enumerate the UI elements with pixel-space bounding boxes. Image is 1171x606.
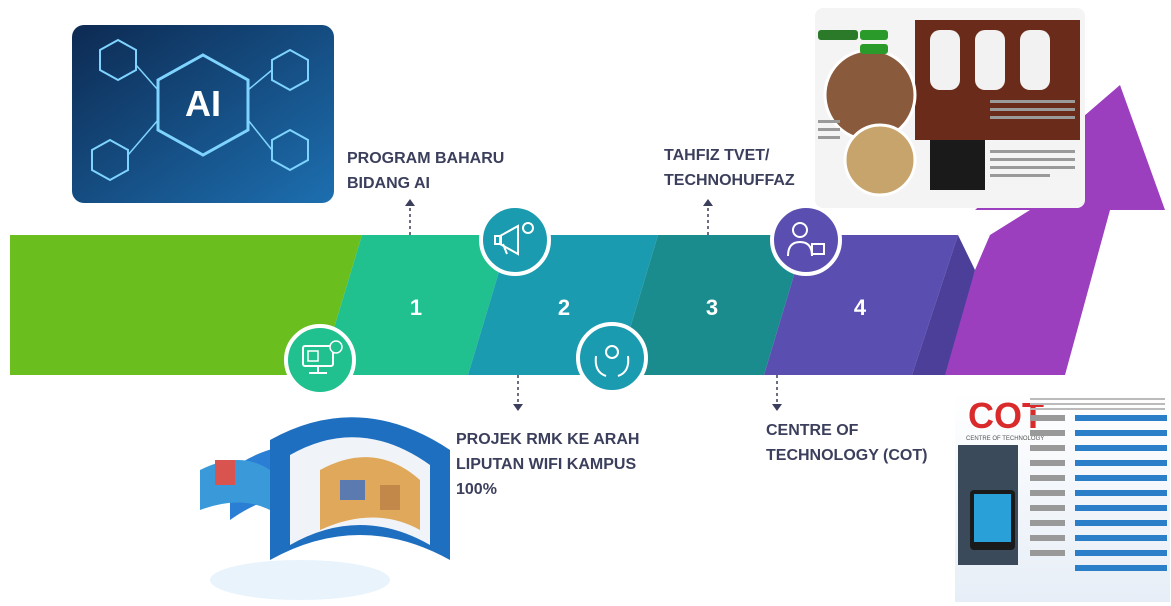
step-2-label-line-3: 100% [456,481,497,498]
step-2-label-line-2: LIPUTAN WIFI KAMPUS [456,456,637,473]
step-4-label-line-1: CENTRE OF [766,422,859,439]
green-band [10,235,362,375]
step-number-3: 3 [706,295,718,320]
step-3-label-line-2: TECHNOHUFFAZ [664,172,795,189]
step-2-label: PROJEK RMK KE ARAH LIPUTAN WIFI KAMPUS 1… [456,427,639,502]
step-1-label: PROGRAM BAHARU BIDANG AI [347,146,504,196]
ai-hexagon [156,53,250,157]
arrowhead-2 [513,404,523,411]
growth-arrow [945,85,1165,375]
segment-3 [616,235,806,375]
cot-brochure: COT CENTRE OF TECHNOLOGY [955,392,1170,602]
ai-text: AI [185,83,221,124]
step-number-4: 4 [854,295,867,320]
step-number-1: 1 [410,295,422,320]
step-1-label-line-2: BIDANG AI [347,175,430,192]
segment-1 [320,235,510,375]
arrowhead-4 [772,404,782,411]
person-briefcase-icon [770,204,842,276]
arrowhead-1 [405,199,415,206]
wifi-campus-illustration [200,417,450,600]
ai-image: AI [72,25,334,203]
hands-gear-icon [576,322,648,394]
step-number-2: 2 [558,295,570,320]
step-1-label-line-1: PROGRAM BAHARU [347,150,505,167]
cot-subtitle: CENTRE OF TECHNOLOGY [966,436,1044,442]
step-4-label: CENTRE OF TECHNOLOGY (COT) [766,418,927,468]
megaphone-gear-icon [479,204,551,276]
step-3-label: TAHFIZ TVET/ TECHNOHUFFAZ [664,143,795,193]
computer-chip-icon [284,324,356,396]
step-3-label-line-1: TAHFIZ TVET/ [664,147,770,164]
step-2-label-line-1: PROJEK RMK KE ARAH [456,431,640,448]
segment-4-shade [912,235,975,375]
arrowhead-3 [703,199,713,206]
tahfiz-photo-collage [815,8,1085,208]
step-4-label-line-2: TECHNOLOGY (COT) [766,447,928,464]
